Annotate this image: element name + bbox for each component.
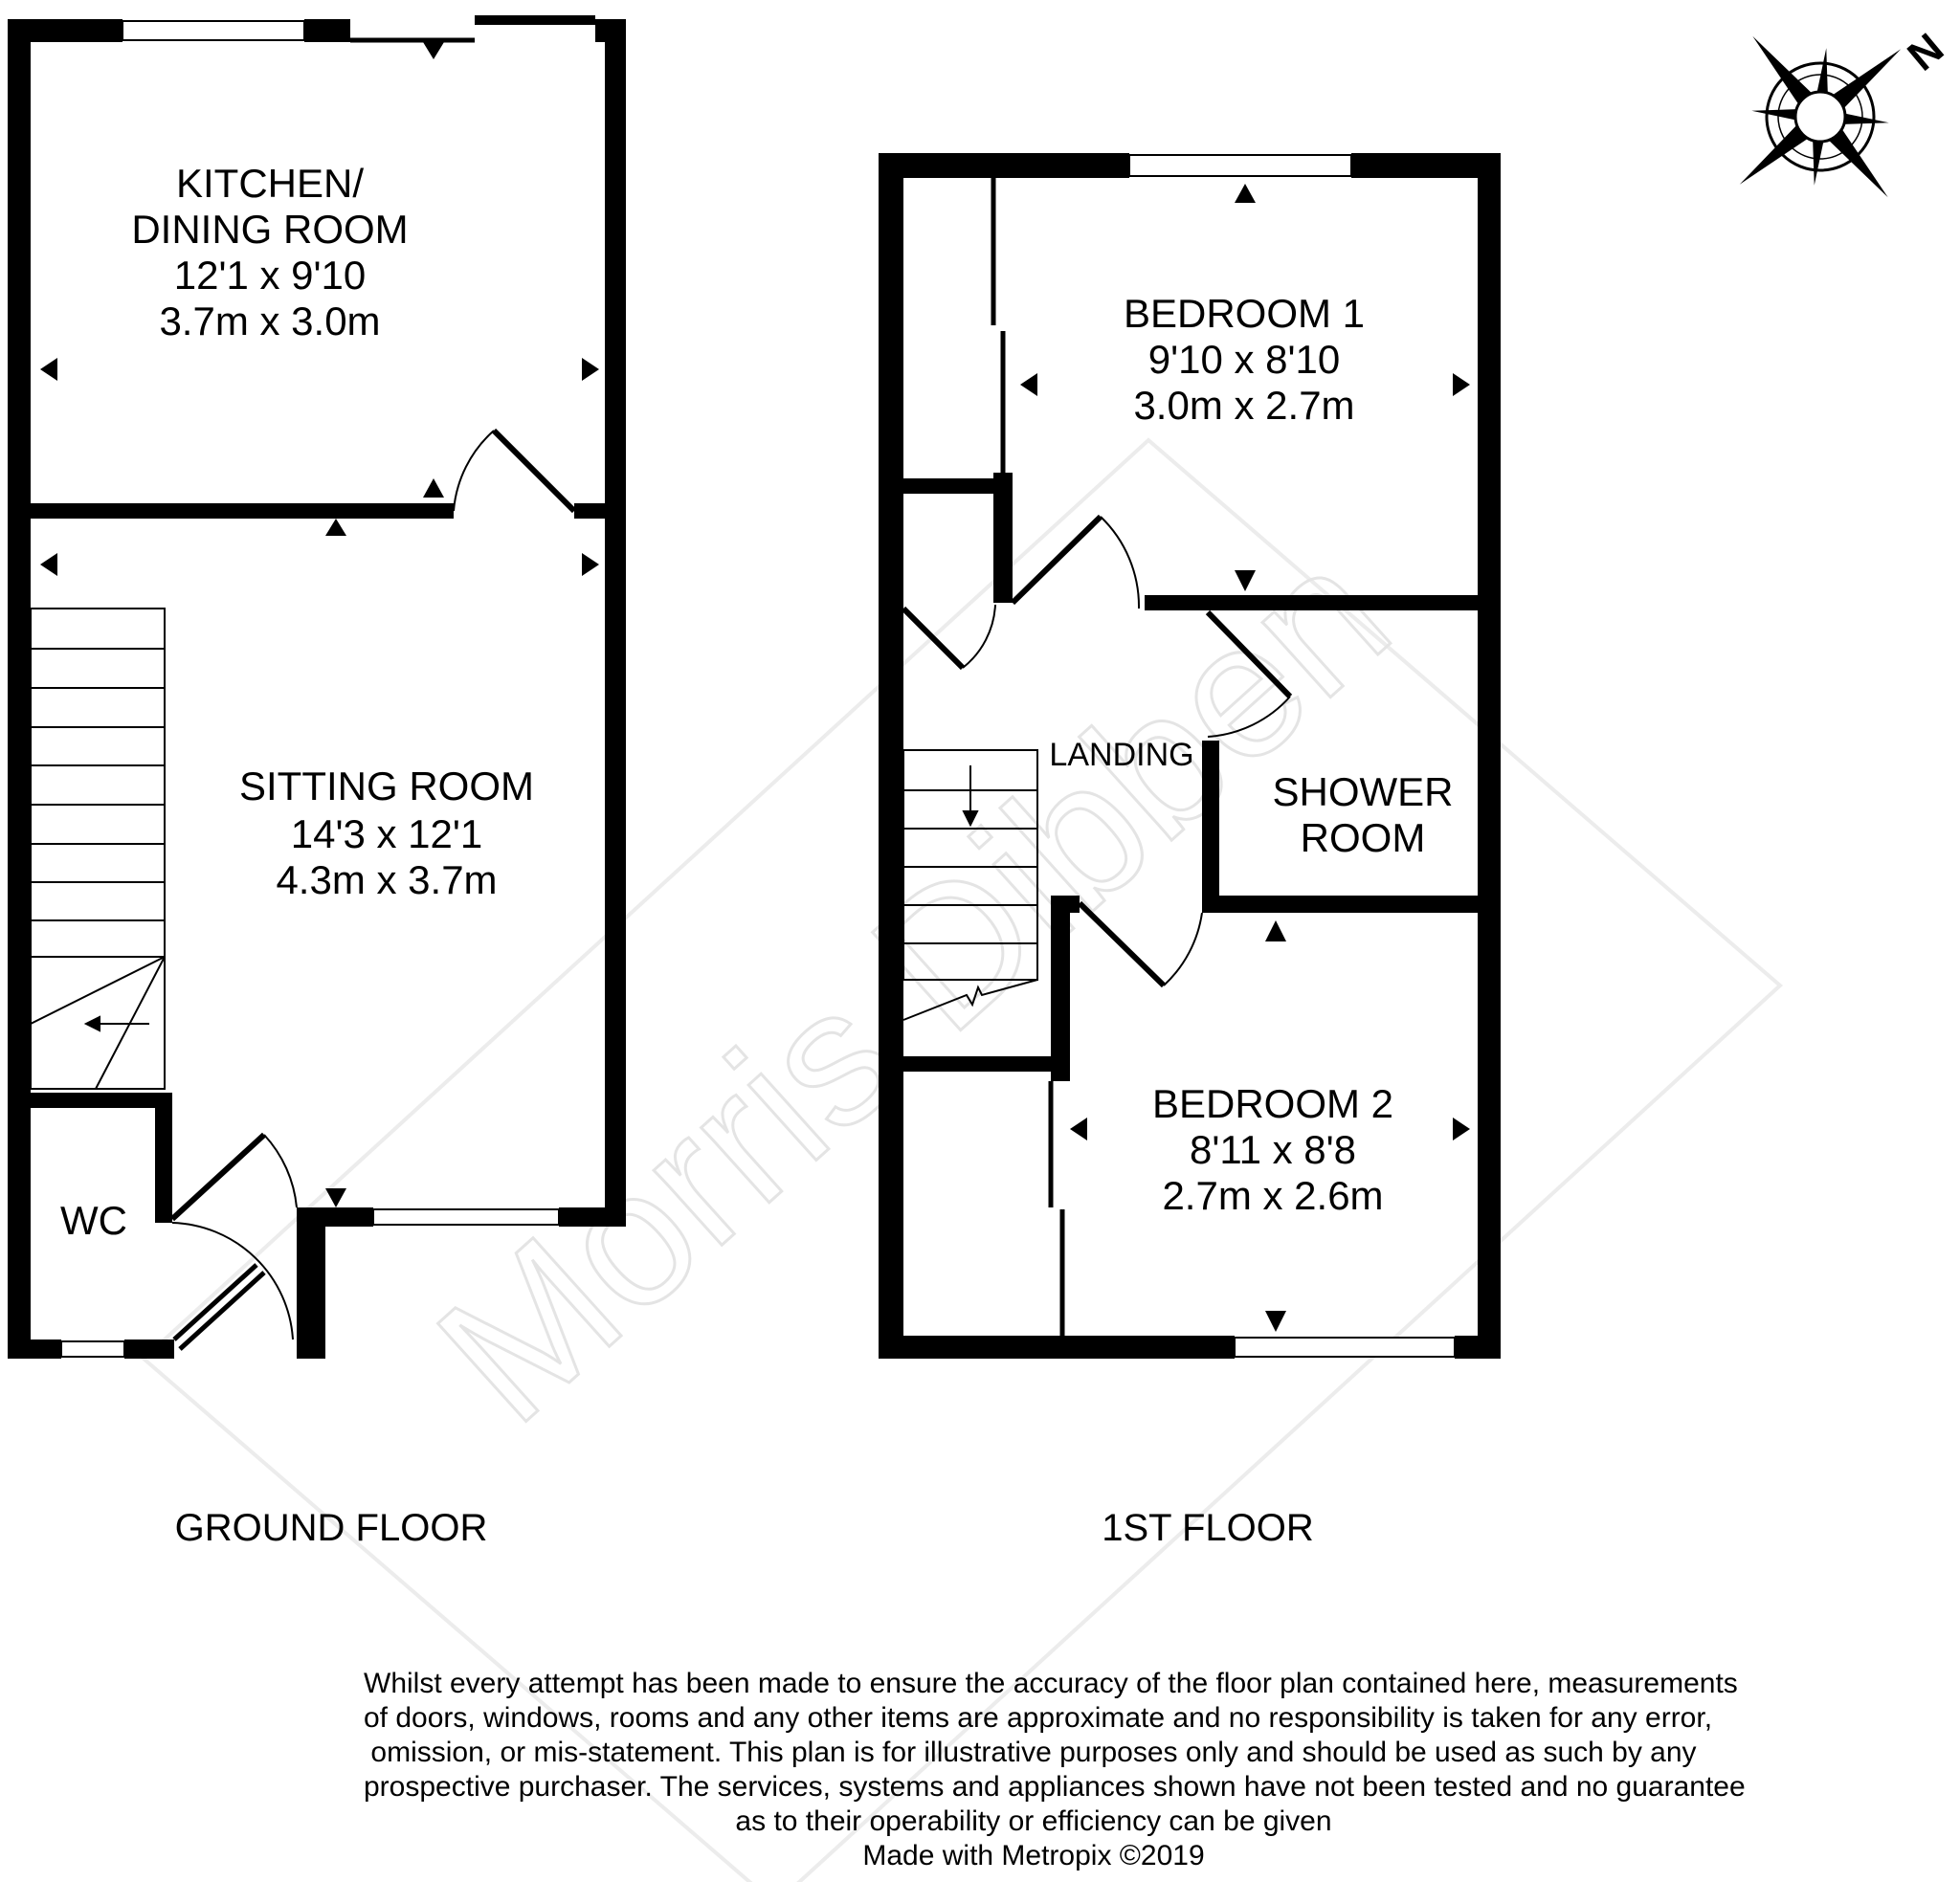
disclaimer-line: prospective purchaser. The services, sys… [364, 1771, 1746, 1803]
disclaimer: Whilst every attempt has been made to en… [364, 1667, 1746, 1873]
disclaimer-line: of doors, windows, rooms and any other i… [364, 1702, 1713, 1734]
ground-floor-label: GROUND FLOOR [175, 1507, 488, 1549]
sitting-room-metric: 4.3m x 3.7m [276, 857, 497, 902]
disclaimer-line: omission, or mis-statement. This plan is… [370, 1737, 1697, 1768]
kitchen-name-line2: DINING ROOM [131, 207, 408, 252]
sitting-room-imperial: 14'3 x 12'1 [291, 811, 483, 856]
kitchen-name-line1: KITCHEN/ [176, 161, 364, 206]
wc-name: WC [60, 1198, 127, 1243]
bedroom2-imperial: 8'11 x 8'8 [1190, 1127, 1356, 1172]
sitting-room-name: SITTING ROOM [239, 764, 534, 808]
first-floor-label: 1ST FLOOR [1102, 1507, 1314, 1549]
disclaimer-line: as to their operability or efficiency ca… [735, 1805, 1332, 1837]
disclaimer-line: Whilst every attempt has been made to en… [364, 1668, 1738, 1699]
bedroom2-metric: 2.7m x 2.6m [1162, 1173, 1383, 1218]
metropix-credit: Made with Metropix ©2019 [862, 1840, 1205, 1871]
kitchen-imperial: 12'1 x 9'10 [174, 253, 367, 298]
staircase-first [902, 749, 1038, 1021]
kitchen-metric: 3.7m x 3.0m [159, 299, 380, 343]
landing-label: LANDING [1049, 737, 1193, 773]
bedroom1-imperial: 9'10 x 8'10 [1148, 337, 1341, 382]
compass-north-label: N [1899, 25, 1952, 80]
compass-rose-icon: N [1739, 25, 1952, 198]
shower-room-line2: ROOM [1301, 815, 1426, 860]
shower-room-line1: SHOWER [1273, 769, 1454, 814]
ground-floor-plan: KITCHEN/ DINING ROOM 12'1 x 9'10 3.7m x … [8, 15, 626, 1549]
staircase [30, 608, 166, 1090]
first-floor-plan: BEDROOM 1 9'10 x 8'10 3.0m x 2.7m LANDIN… [879, 153, 1501, 1549]
bedroom2-name: BEDROOM 2 [1152, 1081, 1393, 1126]
bedroom1-metric: 3.0m x 2.7m [1133, 383, 1354, 428]
watermark: Morris Dibben [140, 437, 1784, 1882]
bedroom1-name: BEDROOM 1 [1124, 291, 1365, 336]
